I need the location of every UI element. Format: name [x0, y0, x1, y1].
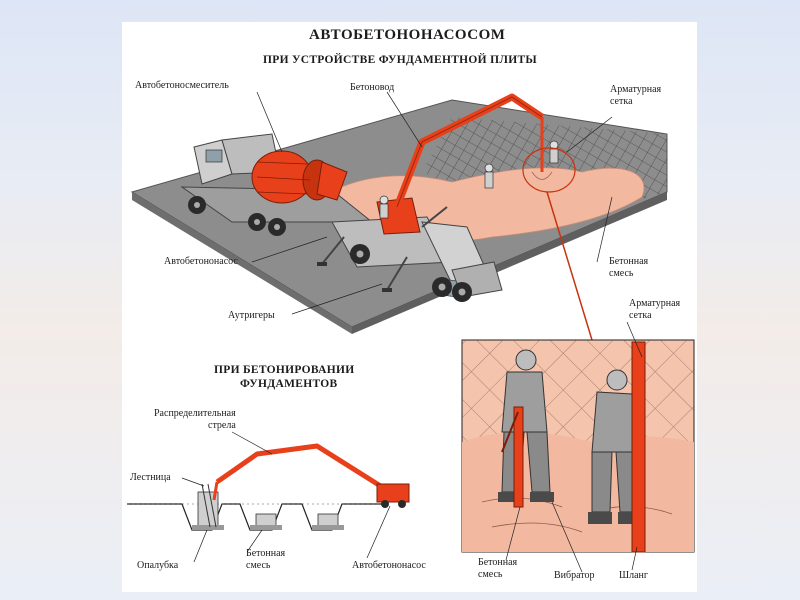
subtitle-slab: ПРИ УСТРОЙСТВЕ ФУНДАМЕНТНОЙ ПЛИТЫ	[263, 54, 538, 66]
diagram-sheet: АВТОБЕТОНОНАСОСОМ ПРИ УСТРОЙСТВЕ ФУНДАМЕ…	[122, 22, 697, 592]
vibrator-inset	[461, 339, 695, 553]
worker-vibrator	[498, 349, 554, 502]
label-concrete-mix-inset-2: смесь	[478, 569, 503, 580]
label-concrete-mix-right-2: смесь	[609, 268, 634, 279]
small-pump-truck	[376, 483, 410, 508]
label-pipeline: Бетоновод	[350, 82, 395, 93]
label-formwork: Опалубка	[137, 560, 179, 571]
label-rebar-mesh-top-2: сетка	[610, 96, 633, 107]
workers-top	[379, 140, 559, 219]
label-outriggers: Аутригеры	[228, 310, 275, 321]
ladder	[201, 483, 217, 528]
distribution-boom	[212, 443, 392, 501]
formwork-pits	[192, 491, 344, 530]
concrete-mixer-truck	[180, 133, 374, 236]
concrete-pump-truck	[331, 197, 503, 302]
label-hose: Шланг	[619, 570, 648, 581]
concrete-hose	[631, 341, 646, 553]
label-concrete-mix-bottom-1: Бетонная	[246, 548, 286, 559]
label-concrete-mix-inset-1: Бетонная	[478, 557, 518, 568]
detail-callout	[522, 147, 593, 341]
label-concrete-pump: Автобетононасос	[164, 256, 238, 267]
subtitle-foundations-line2: ФУНДАМЕНТОВ	[240, 378, 338, 390]
label-ladder: Лестница	[130, 472, 171, 483]
label-rebar-mesh-mid-2: сетка	[629, 310, 652, 321]
outriggers	[317, 206, 448, 292]
label-mixer-truck: Автобетоносмеситель	[135, 80, 229, 91]
label-rebar-mesh-mid-1: Арматурная	[629, 298, 681, 309]
label-distribution-boom-2: стрела	[208, 420, 236, 431]
label-concrete-mix-right-1: Бетонная	[609, 256, 649, 267]
label-concrete-mix-bottom-2: смесь	[246, 560, 271, 571]
diagram-illustration	[127, 91, 695, 573]
label-distribution-boom-1: Распределительная	[154, 408, 236, 419]
subtitle-foundations-line1: ПРИ БЕТОНИРОВАНИИ	[214, 364, 355, 376]
diagram-title: АВТОБЕТОНОНАСОСОМ	[309, 27, 506, 43]
vibrator-tool	[501, 406, 524, 508]
label-vibrator: Вибратор	[554, 570, 595, 581]
leader-lines	[181, 91, 643, 573]
label-concrete-pump-bottom: Автобетононасос	[352, 560, 426, 571]
label-rebar-mesh-top-1: Арматурная	[610, 84, 662, 95]
concrete-pipeline-boom	[393, 93, 553, 209]
